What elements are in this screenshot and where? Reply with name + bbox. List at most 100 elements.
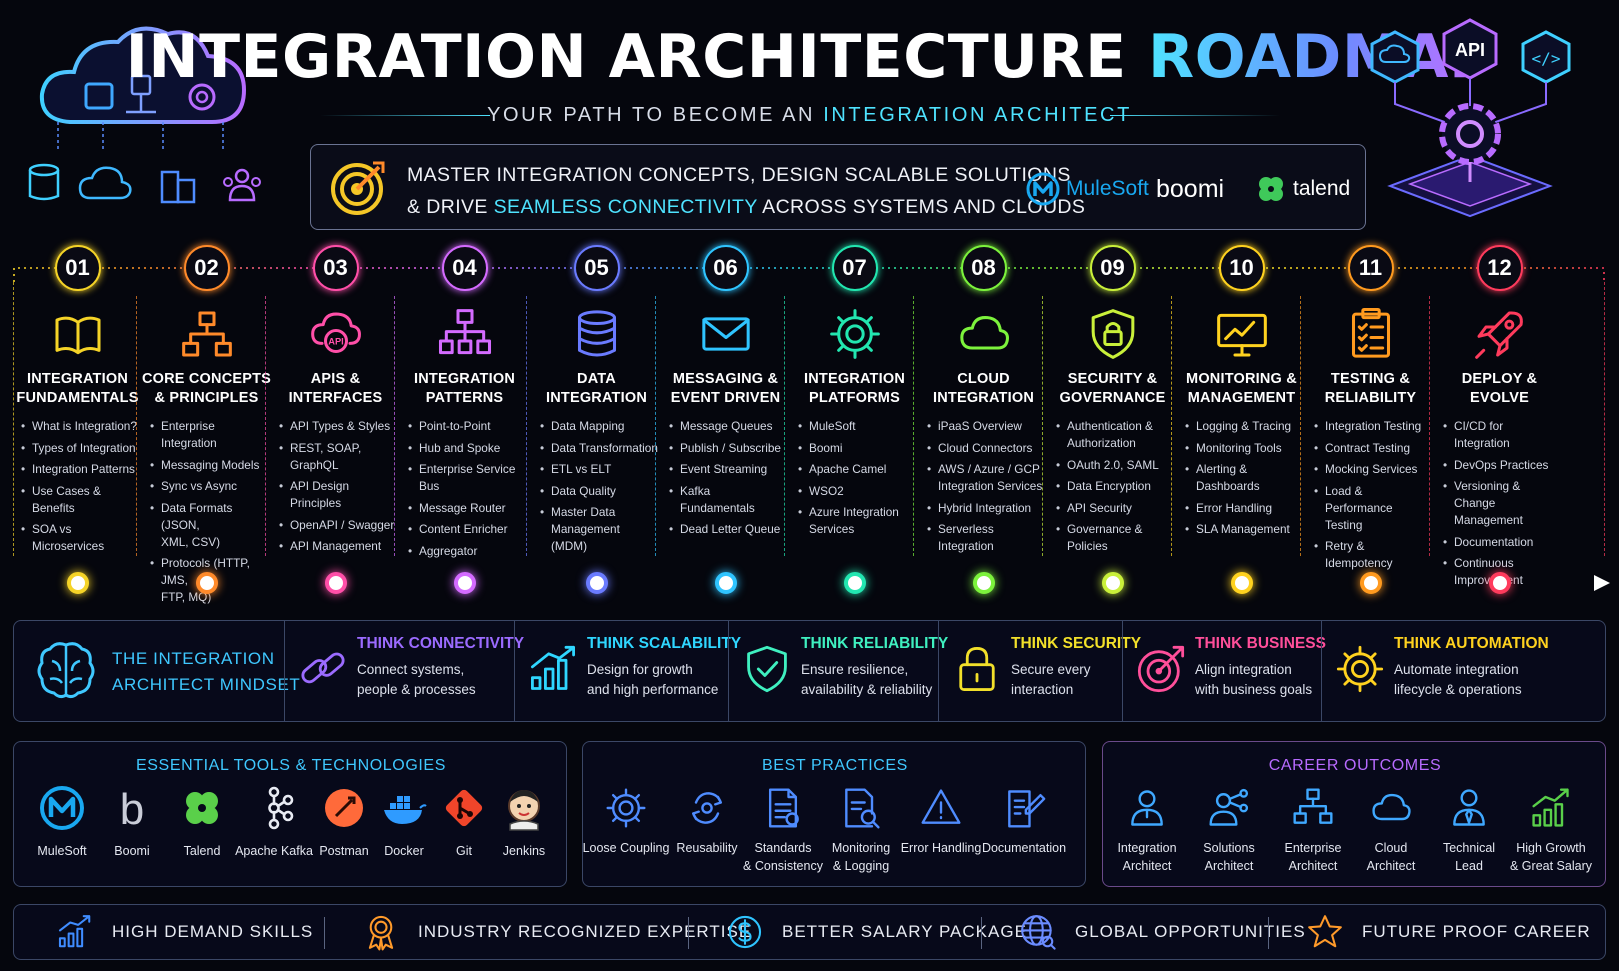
mulesoft-icon	[1026, 172, 1060, 206]
step-topic-list: Point-to-PointHub and SpokeEnterprise Se…	[408, 418, 527, 564]
benefit-divider	[981, 917, 982, 949]
pattern-tree-icon	[438, 309, 491, 355]
step-topic-item: Protocols (HTTP, JMS, FTP, MQ)	[150, 555, 269, 606]
step-topic-list: Authentication & AuthorizationOAuth 2.0,…	[1056, 418, 1175, 560]
practice-icon	[604, 786, 648, 835]
trend-up-icon	[58, 915, 91, 948]
step-topic-item: Azure Integration Services	[798, 504, 917, 538]
mission-line-1: MASTER INTEGRATION CONCEPTS, DESIGN SCAL…	[407, 164, 1071, 186]
person-tie-icon	[1453, 789, 1485, 826]
timeline-milestone-dot	[66, 572, 89, 594]
practice-label: Error Handling	[895, 839, 987, 857]
step-icon	[698, 306, 754, 362]
envelope-icon	[701, 317, 750, 351]
timeline-milestone-dot	[453, 572, 476, 594]
step-topic-item: Apache Camel	[798, 461, 917, 478]
step-title: APIS &INTERFACES	[271, 370, 401, 408]
link-icon	[301, 652, 345, 684]
step-topic-item: API Design Principles	[279, 478, 398, 512]
tool-label: Jenkins	[502, 844, 546, 858]
step-topic-item: SLA Management	[1185, 521, 1304, 538]
step-topic-item: API Security	[1056, 500, 1175, 517]
step-number-badge: 01	[54, 245, 101, 291]
tool-logo	[440, 784, 488, 837]
career-label-line-2: Architect	[1122, 859, 1172, 873]
step-title-line-2: INTEGRATION	[545, 390, 647, 406]
career-label: High Growth& Great Salary	[1505, 839, 1597, 875]
mindset-panel: THE INTEGRATION ARCHITECT MINDSET THINK …	[13, 620, 1606, 722]
hierarchy-icon	[181, 311, 232, 357]
step-title: TESTING &RELIABILITY	[1306, 370, 1436, 408]
step-topic-item: Message Queues	[669, 418, 788, 435]
step-topic-item: Boomi	[798, 440, 917, 457]
recycle-icon	[692, 792, 722, 824]
mindset-desc-line-1: Ensure resilience,	[801, 662, 909, 677]
step-topic-list: What is Integration?Types of Integration…	[21, 418, 140, 560]
tools-title: ESSENTIAL TOOLS & TECHNOLOGIES	[136, 757, 446, 774]
step-icon	[1085, 306, 1141, 362]
step-topic-item: MuleSoft	[798, 418, 917, 435]
column-separator	[526, 296, 527, 556]
step-topic-item: Alerting & Dashboards	[1185, 461, 1304, 495]
step-title-line-1: INTEGRATION	[803, 371, 905, 387]
gear-icon	[606, 788, 646, 828]
mission-statement: MASTER INTEGRATION CONCEPTS, DESIGN SCAL…	[407, 159, 1085, 223]
step-title-line-2: EVOLVE	[1470, 390, 1529, 406]
tool-logo	[380, 784, 428, 837]
step-title: SECURITY &GOVERNANCE	[1048, 370, 1178, 408]
step-title-line-1: INTEGRATION	[26, 371, 128, 387]
gear-icon	[829, 309, 880, 359]
star-icon	[1308, 915, 1342, 948]
step-topic-item: Integration Patterns	[21, 461, 140, 478]
mindset-divider	[514, 621, 515, 721]
step-topic-item: Master Data Management (MDM)	[540, 504, 659, 555]
step-topic-item: Versioning & Change Management	[1443, 478, 1562, 529]
tool-label: Talend	[183, 844, 221, 858]
timeline-milestone-dot	[195, 572, 218, 594]
practice-label-line-2: & Consistency	[743, 859, 823, 873]
globe-icon	[1021, 915, 1056, 950]
benefit-label: GLOBAL OPPORTUNITIES	[1075, 922, 1306, 941]
step-title-line-1: CORE CONCEPTS	[141, 371, 272, 387]
postman-icon	[325, 789, 363, 827]
step-topic-item: AWS / Azure / GCP Integration Services	[927, 461, 1046, 495]
step-topic-item: Data Mapping	[540, 418, 659, 435]
career-label-line-1: Cloud	[1374, 841, 1408, 855]
padlock-icon	[959, 647, 995, 691]
timeline-milestone-dot	[1101, 572, 1124, 594]
step-icon	[569, 306, 625, 362]
mindset-title-line-2: ARCHITECT MINDSET	[112, 675, 301, 694]
docker-icon	[384, 796, 427, 824]
talend-icon	[186, 792, 218, 824]
timeline-milestone-dot	[324, 572, 347, 594]
warning-icon	[921, 789, 961, 824]
column-separator	[394, 296, 395, 556]
step-icon	[179, 306, 235, 362]
column-separator	[1300, 296, 1301, 556]
timeline-milestone-dot	[972, 572, 995, 594]
step-number-badge: 02	[183, 245, 230, 291]
step-title-line-1: DEPLOY &	[1461, 371, 1538, 387]
step-topic-item: Mocking Services	[1314, 461, 1433, 478]
step-title-line-2: EVENT DRIVEN	[670, 390, 781, 406]
step-topic-item: Kafka Fundamentals	[669, 483, 788, 517]
career-icon	[1369, 786, 1413, 835]
step-topic-item: Types of Integration	[21, 440, 140, 457]
step-number-badge: 05	[573, 245, 620, 291]
career-icon	[1447, 786, 1491, 835]
step-title: MESSAGING &EVENT DRIVEN	[661, 370, 791, 408]
mindset-icon	[297, 643, 349, 700]
step-topic-list: Integration TestingContract TestingMocki…	[1314, 418, 1433, 577]
step-title: MONITORING &MANAGEMENT	[1177, 370, 1307, 408]
step-topic-item: Dead Letter Queue	[669, 521, 788, 538]
practice-label: Standards& Consistency	[737, 839, 829, 875]
step-number-badge: 07	[831, 245, 878, 291]
mindset-desc-line-2: availability & reliability	[801, 682, 933, 697]
mindset-heading: THINK BUSINESS	[1195, 635, 1326, 652]
mindset-desc-line-2: with business goals	[1195, 682, 1313, 697]
column-separator	[13, 282, 14, 556]
career-label-line-2: Architect	[1204, 859, 1254, 873]
